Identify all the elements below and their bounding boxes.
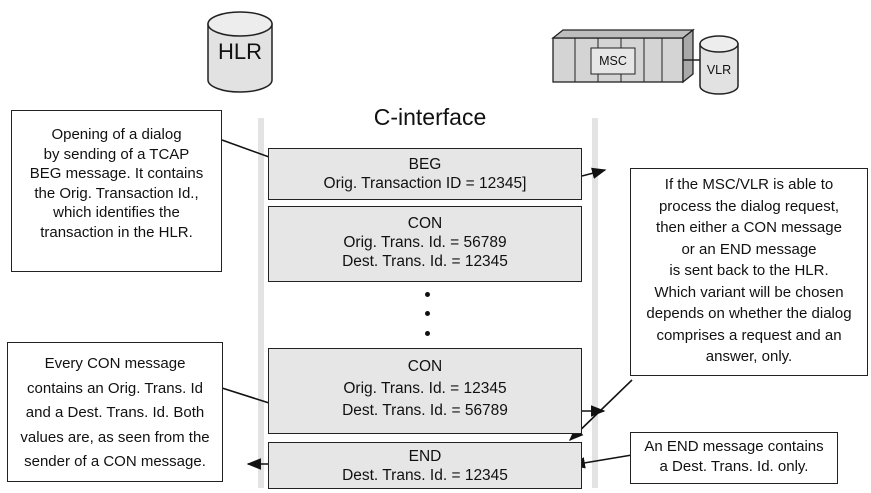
ellipsis-dot <box>425 292 430 297</box>
beg-send-arrow <box>581 167 607 179</box>
message-end: END Dest. Trans. Id. = 12345 <box>268 442 582 489</box>
message-beg: BEG Orig. Transaction ID = 12345] <box>268 148 582 200</box>
msc-response-note: If the MSC/VLR is able to process the di… <box>630 168 868 376</box>
message-name: CON <box>407 358 443 375</box>
message-line: Orig. Trans. Id. = 12345 <box>343 380 507 397</box>
message-line: Orig. Transaction ID = 12345] <box>323 175 527 192</box>
hlr-database-icon <box>207 11 273 93</box>
message-name: END <box>408 448 442 465</box>
msc-lifeline <box>592 118 598 488</box>
message-line: Orig. Trans. Id. = 56789 <box>343 234 507 251</box>
end-info-note: An END message contains a Dest. Trans. I… <box>630 432 838 484</box>
msc-switch-icon <box>551 28 695 84</box>
message-con-2: CON Orig. Trans. Id. = 12345 Dest. Trans… <box>268 348 582 434</box>
msc-label: MSC <box>599 54 627 68</box>
interface-title: C-interface <box>373 104 487 130</box>
message-line: Dest. Trans. Id. = 12345 <box>342 467 508 484</box>
vlr-label: VLR <box>706 63 732 77</box>
message-name: BEG <box>408 156 442 173</box>
ellipsis-dot <box>425 311 430 316</box>
message-name: CON <box>407 215 443 232</box>
message-con-1: CON Orig. Trans. Id. = 56789 Dest. Trans… <box>268 206 582 282</box>
message-line: Dest. Trans. Id. = 12345 <box>342 253 508 270</box>
con-info-note: Every CON message contains an Orig. Tran… <box>7 342 223 482</box>
ellipsis-dot <box>425 331 430 336</box>
end-note-arrow <box>570 454 633 469</box>
opening-note: Opening of a dialog by sending of a TCAP… <box>11 110 222 272</box>
vlr-database-icon <box>699 35 739 95</box>
hlr-lifeline <box>258 118 264 488</box>
message-line: Dest. Trans. Id. = 56789 <box>342 402 508 419</box>
hlr-label: HLR <box>217 39 262 64</box>
